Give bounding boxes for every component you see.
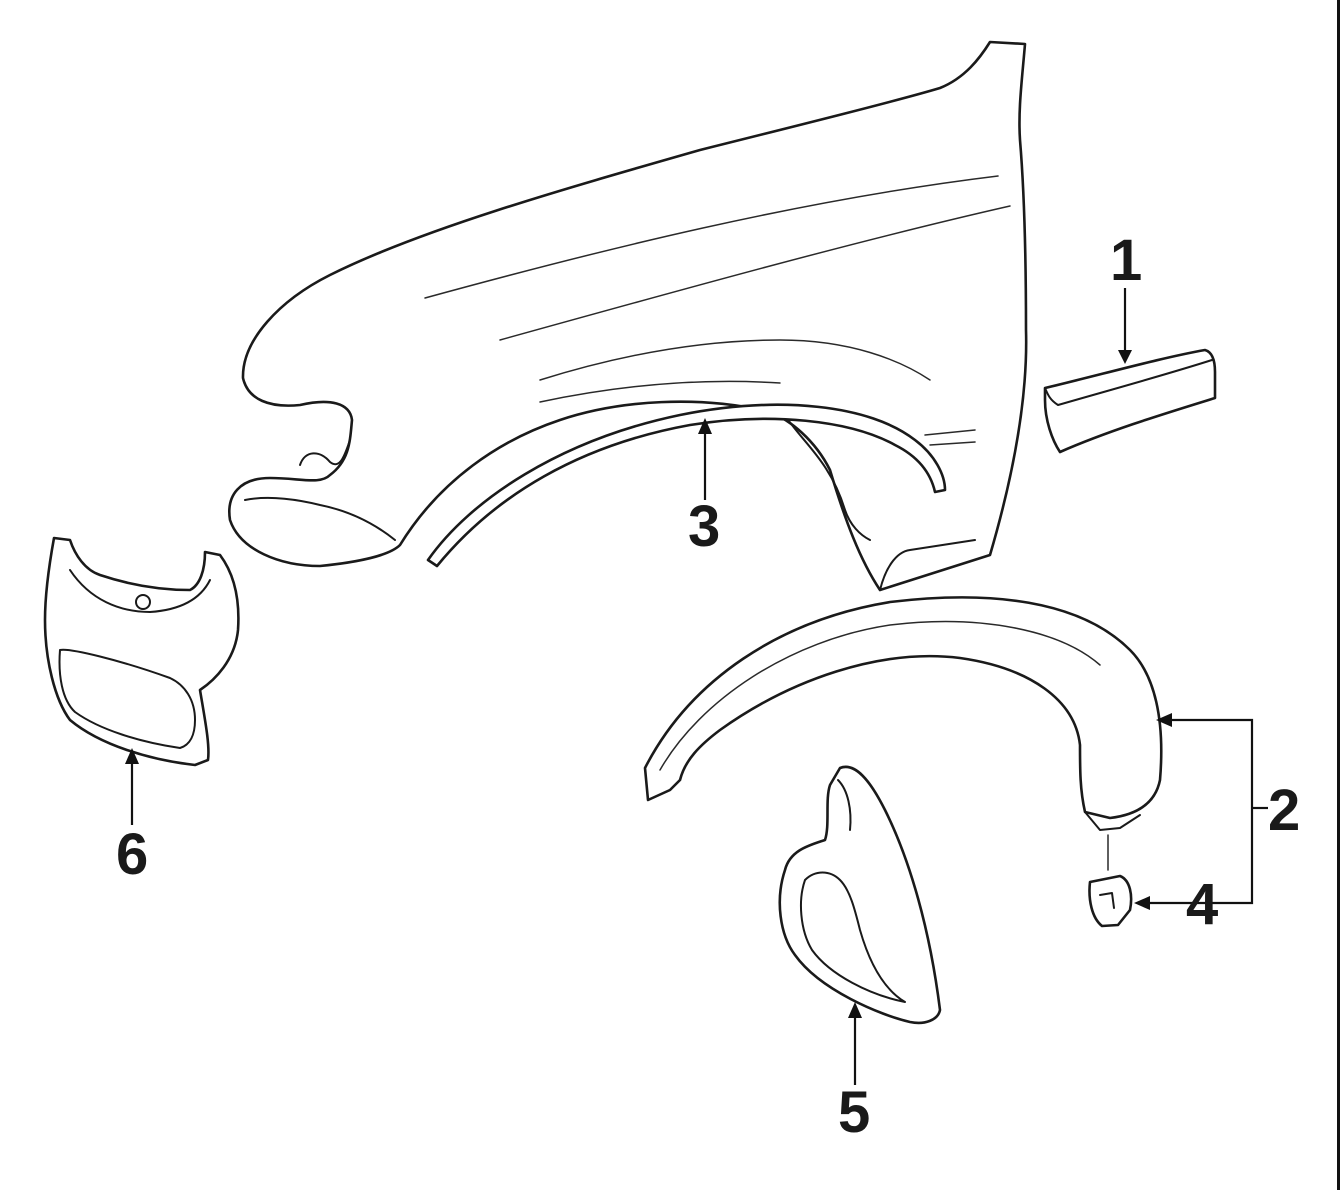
fender-panel: [228, 40, 1028, 592]
flare-retainer-clip: [1088, 834, 1133, 928]
leader-3: [698, 418, 712, 500]
leader-6: [125, 748, 139, 825]
callout-4: 4: [1186, 872, 1218, 937]
wheel-opening-flare: [643, 596, 1163, 831]
callout-1: 1: [1110, 228, 1142, 293]
callout-5: 5: [838, 1080, 870, 1145]
leader-5: [848, 1002, 862, 1085]
callout-2: 2: [1268, 778, 1300, 843]
front-bumper-extension: [43, 536, 240, 767]
wheel-opening-molding: [426, 403, 947, 568]
mud-flap: [778, 765, 942, 1025]
leader-1: [1118, 288, 1132, 364]
right-edge-rule: [1337, 0, 1340, 1190]
callout-6: 6: [116, 822, 148, 887]
side-marker-lamp: [1043, 348, 1217, 454]
callout-3: 3: [688, 494, 720, 559]
leader-2-4: [1134, 713, 1268, 910]
